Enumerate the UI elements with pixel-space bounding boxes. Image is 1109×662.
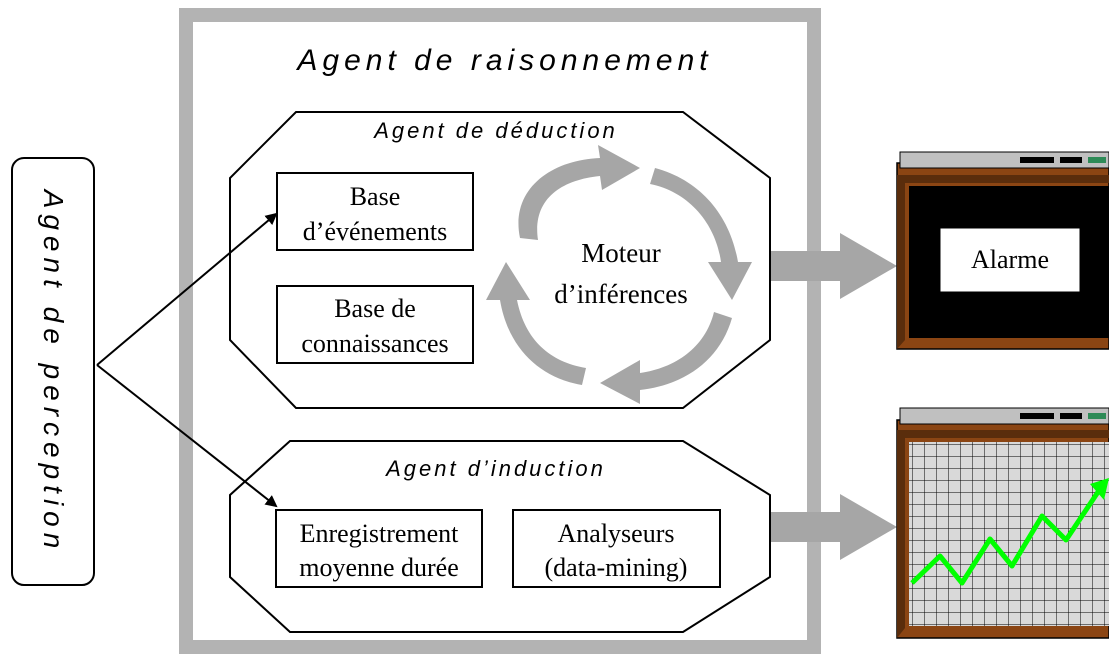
events-base-box <box>276 172 474 251</box>
deduction-agent-title: Agent de déduction <box>372 118 618 143</box>
alarm-label-box <box>939 227 1081 293</box>
events-base-line2: d’événements <box>303 217 447 246</box>
inference-cycle-arrows <box>486 145 752 404</box>
knowledge-base-line1: Base de <box>334 294 416 323</box>
knowledge-base-box <box>276 285 474 364</box>
events-base-line1: Base <box>350 182 401 211</box>
trend-arrow-head <box>1090 478 1109 500</box>
alarm-label: Alarme <box>971 245 1049 274</box>
perception-agent-box <box>11 157 95 586</box>
trend-line <box>910 490 1101 586</box>
knowledge-base-line2: connaissances <box>301 329 448 358</box>
analysers-line2: (data-mining) <box>545 553 688 582</box>
recording-line2: moyenne durée <box>299 553 459 582</box>
trend-monitor <box>896 407 1109 639</box>
recording-box <box>275 509 483 588</box>
deduction-output-arrow <box>771 233 897 299</box>
reasoning-agent-title: Agent de raisonnement <box>295 44 712 77</box>
recording-line1: Enregistrement <box>300 519 460 548</box>
inference-engine-line2: d’inférences <box>554 279 687 309</box>
perception-to-events-arrow <box>96 212 278 366</box>
induction-output-arrow <box>771 494 897 560</box>
induction-agent-title: Agent d’induction <box>384 456 606 481</box>
perception-agent-label: Agent de perception <box>38 188 69 555</box>
analysers-line1: Analyseurs <box>558 519 675 548</box>
analysers-box <box>512 509 721 588</box>
inference-engine-line1: Moteur <box>581 238 660 268</box>
perception-to-recording-arrow <box>96 364 278 508</box>
